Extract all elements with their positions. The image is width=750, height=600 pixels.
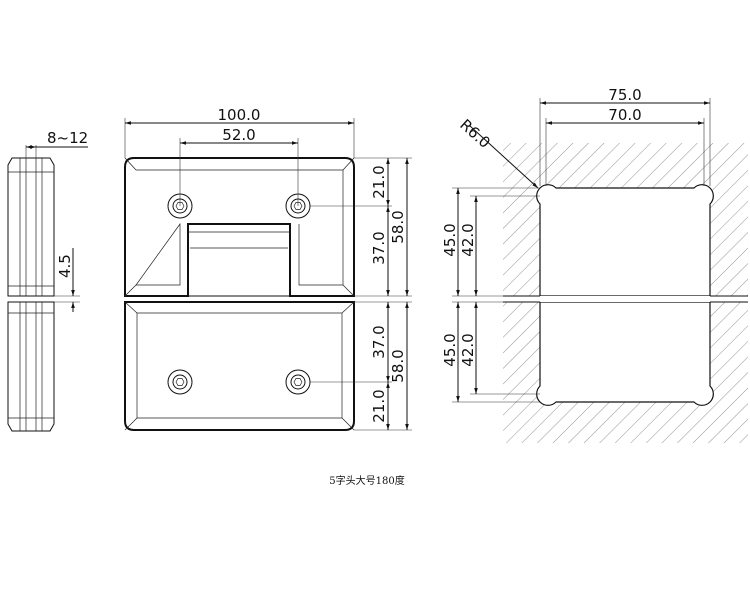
dim-lower-height: 58.0 xyxy=(389,349,407,382)
dim-hole-spacing: 52.0 xyxy=(222,126,255,144)
lower-leaf xyxy=(124,301,355,431)
dim-lower-hole-to-bottom: 21.0 xyxy=(370,389,388,422)
dim-lower-cutout-outer-height: 45.0 xyxy=(441,333,459,366)
dim-upper-height: 58.0 xyxy=(389,210,407,243)
dim-lower-knuckle: 37.0 xyxy=(370,325,388,358)
drawing-caption: 5字头大号180度 xyxy=(329,474,404,487)
glass-cutout-view: 75.0 70.0 R6.0 45.0 42.0 45.0 42.0 xyxy=(441,86,748,443)
dim-lower-cutout-inner-height: 42.0 xyxy=(459,333,477,366)
front-view: 100.0 52.0 21.0 37.0 58.0 37.0 58.0 21.0 xyxy=(124,106,412,431)
dim-upper-cutout-outer-height: 45.0 xyxy=(441,223,459,256)
dim-corner-radius: R6.0 xyxy=(456,116,494,152)
dim-leaf-gap: 4.5 xyxy=(56,254,74,278)
screw-hole-lower-right xyxy=(285,369,311,395)
dim-glass-thickness: 8~12 xyxy=(47,129,88,147)
dim-upper-knuckle: 37.0 xyxy=(370,231,388,264)
upper-cutout xyxy=(536,184,714,297)
lower-cutout xyxy=(536,301,714,406)
side-view: 8~12 4.5 xyxy=(7,129,88,432)
dim-overall-width: 100.0 xyxy=(218,106,261,124)
screw-hole-lower-left xyxy=(167,369,193,395)
upper-leaf xyxy=(124,157,355,297)
dim-upper-cutout-inner-height: 42.0 xyxy=(459,223,477,256)
dim-upper-hole-to-top: 21.0 xyxy=(370,165,388,198)
dim-cutout-inner-width: 70.0 xyxy=(608,106,641,124)
dim-cutout-outer-width: 75.0 xyxy=(608,86,641,104)
